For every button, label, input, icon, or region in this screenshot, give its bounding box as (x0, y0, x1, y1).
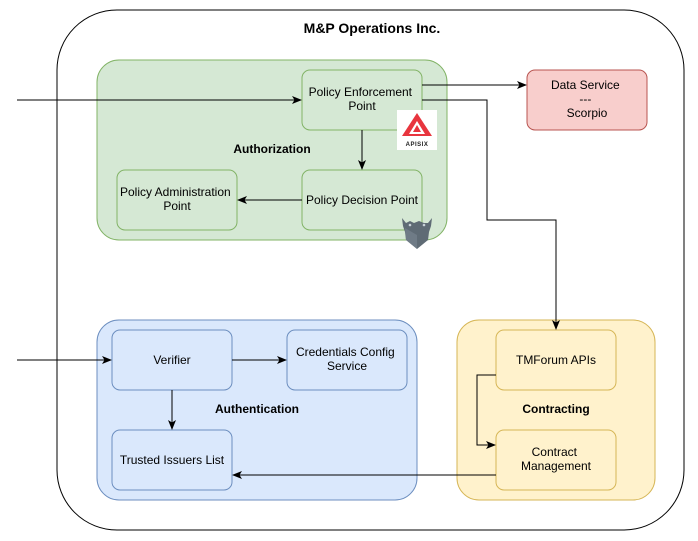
svg-text:Policy Enforcement Point: Policy Enforcement Point (309, 85, 416, 113)
svg-text:Policy Administration Po: Policy Administration Point (120, 185, 234, 213)
apisix-logo-text: APISIX (406, 142, 429, 148)
data-service-label-line-1: Data Service (551, 78, 620, 92)
svg-text:Verifier: Verifier (153, 353, 190, 367)
organization-title: M&P Operations Inc. (304, 20, 441, 36)
pep-label-line-2: Point (348, 99, 376, 113)
contract-label-line-2: Management (521, 459, 592, 473)
contract-label-line-1: Contract (532, 445, 578, 459)
authorization-group-label: Authorization (233, 142, 310, 156)
opa-logo-icon (402, 218, 432, 249)
pep-label-line-1: Policy Enforcement (309, 85, 413, 99)
trusted-issuers-list-node[interactable]: Trusted Issuers List (111, 429, 233, 491)
ccs-label-line-2: Service (327, 359, 367, 373)
policy-administration-point-node[interactable]: Policy Administration Point (116, 169, 238, 231)
authentication-group-label: Authentication (215, 402, 299, 416)
data-service-node[interactable]: Data Service --- Scorpio (526, 69, 648, 131)
svg-text:Credentials Config Servi: Credentials Config Service (296, 345, 398, 373)
pdp-label-line-1: Policy Decision Point (306, 193, 419, 207)
svg-text:Data Service --- S: Data Service --- Scorpio (551, 78, 623, 120)
svg-text:Trusted Issuers List: Trusted Issuers List (120, 453, 225, 467)
svg-text:Contract Management: Contract Management (521, 445, 592, 473)
svg-text:TMForum APIs: TMForum APIs (516, 353, 596, 367)
credentials-config-service-node[interactable]: Credentials Config Service (286, 329, 408, 391)
pap-label-line-2: Point (163, 199, 191, 213)
apisix-logo-icon: APISIX (397, 110, 437, 150)
ccs-label-line-1: Credentials Config (296, 345, 395, 359)
edge-pep-to-tmforum (422, 99, 560, 330)
data-service-label-line-2: --- (579, 92, 591, 106)
til-label: Trusted Issuers List (120, 453, 225, 467)
tmforum-label: TMForum APIs (516, 353, 596, 367)
pap-label-line-1: Policy Administration (120, 185, 231, 199)
contracting-group-label: Contracting (522, 402, 589, 416)
verifier-label: Verifier (153, 353, 190, 367)
svg-text:Policy Decision Point: Policy Decision Point (306, 193, 419, 207)
verifier-node[interactable]: Verifier (111, 329, 233, 391)
contract-management-node[interactable]: Contract Management (495, 429, 617, 491)
tmforum-apis-node[interactable]: TMForum APIs (495, 329, 617, 391)
data-service-label-line-3: Scorpio (567, 106, 608, 120)
policy-enforcement-point-node[interactable]: Policy Enforcement Point (301, 69, 423, 131)
edge-tmforum-to-contract (476, 374, 496, 449)
